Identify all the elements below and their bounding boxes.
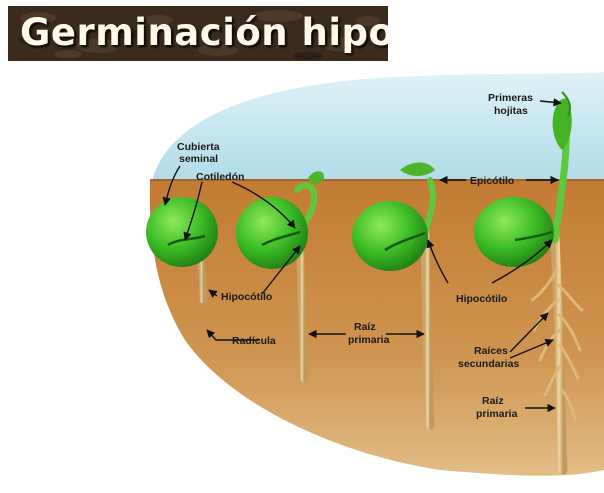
label-cubierta-line2: seminal — [179, 153, 218, 165]
label-primeras-line1: Primeras — [488, 92, 533, 104]
label-epicotilo: Epicótilo — [470, 175, 514, 187]
label-raiz-primaria-mid-line1: Raíz — [354, 321, 376, 333]
seed — [474, 197, 554, 267]
label-hipocotilo-left: Hipocótilo — [221, 291, 272, 303]
primary-root — [425, 232, 430, 425]
label-raiz-primaria-right-line2: primaria — [476, 408, 518, 420]
label-raices-line1: Raíces — [474, 345, 508, 357]
label-primeras-line2: hojitas — [494, 105, 528, 117]
label-radicula: Radícula — [232, 335, 276, 347]
label-raices-line2: secundarias — [458, 358, 519, 370]
label-hipocotilo-right: Hipocótilo — [456, 293, 507, 305]
seed — [146, 197, 218, 267]
label-raiz-primaria-right-line1: Raíz — [482, 395, 504, 407]
label-raiz-primaria-mid-line2: primaria — [348, 334, 390, 346]
label-cubierta-line1: Cubierta — [177, 141, 220, 153]
label-cotiledon: Cotiledón — [196, 171, 244, 183]
